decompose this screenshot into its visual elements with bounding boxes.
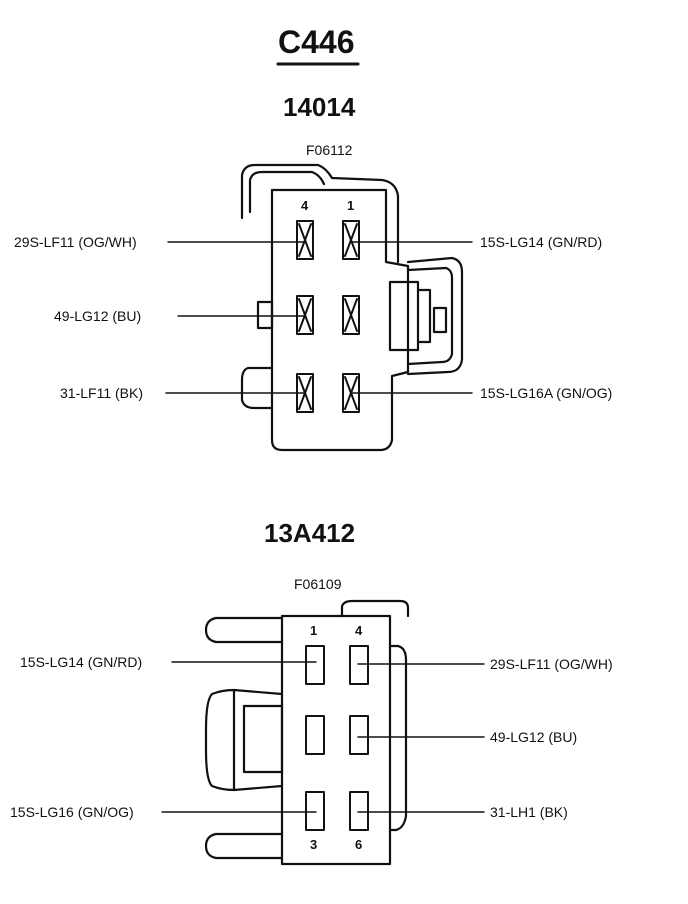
- wire-label-15s-lg14-bottom: 15S-LG14 (GN/RD): [20, 654, 143, 670]
- pin-5: [349, 715, 369, 755]
- wire-label-31-lf11: 31-LF11 (BK): [60, 385, 143, 401]
- top-connector-housing: [240, 163, 464, 452]
- top-pin-number-4: 4: [301, 198, 309, 213]
- top-leader-lines: [165, 241, 473, 394]
- bottom-part-number: 13A412: [264, 518, 356, 548]
- bottom-pin-number-6: 6: [355, 837, 363, 852]
- bottom-connector-housing: [204, 599, 410, 866]
- bottom-connector-pins: [305, 645, 369, 831]
- pin-2: [342, 295, 360, 335]
- wire-label-49-lg12: 49-LG12 (BU): [54, 308, 142, 324]
- pin-6: [349, 791, 369, 831]
- wire-label-15s-lg14: 15S-LG14 (GN/RD): [480, 234, 603, 250]
- wire-label-15s-lg16: 15S-LG16 (GN/OG): [10, 804, 134, 820]
- wire-label-15s-lg16a: 15S-LG16A (GN/OG): [480, 385, 613, 401]
- top-figure-code: F06112: [306, 142, 353, 158]
- pin-4: [349, 645, 369, 685]
- pin-3: [305, 791, 325, 831]
- wire-label-49-lg12-bottom: 49-LG12 (BU): [490, 729, 578, 745]
- top-connector-pins: [296, 220, 360, 413]
- pin-4: [296, 220, 314, 260]
- page-title: C446: [278, 24, 355, 60]
- top-part-number: 14014: [283, 92, 356, 122]
- wire-label-29s-lf11-bottom: 29S-LF11 (OG/WH): [490, 656, 613, 672]
- pin-1: [305, 645, 325, 685]
- top-pin-number-1: 1: [347, 198, 355, 213]
- pin-1: [342, 220, 360, 260]
- bottom-pin-number-4: 4: [355, 623, 363, 638]
- bottom-leader-lines: [161, 661, 485, 813]
- wire-label-29s-lf11: 29S-LF11 (OG/WH): [14, 234, 137, 250]
- pin-5: [296, 295, 314, 335]
- bottom-figure-code: F06109: [294, 576, 342, 592]
- pin-2: [305, 715, 325, 755]
- bottom-pin-number-3: 3: [310, 837, 318, 852]
- wire-label-31-lh1: 31-LH1 (BK): [490, 804, 568, 820]
- bottom-pin-number-1: 1: [310, 623, 318, 638]
